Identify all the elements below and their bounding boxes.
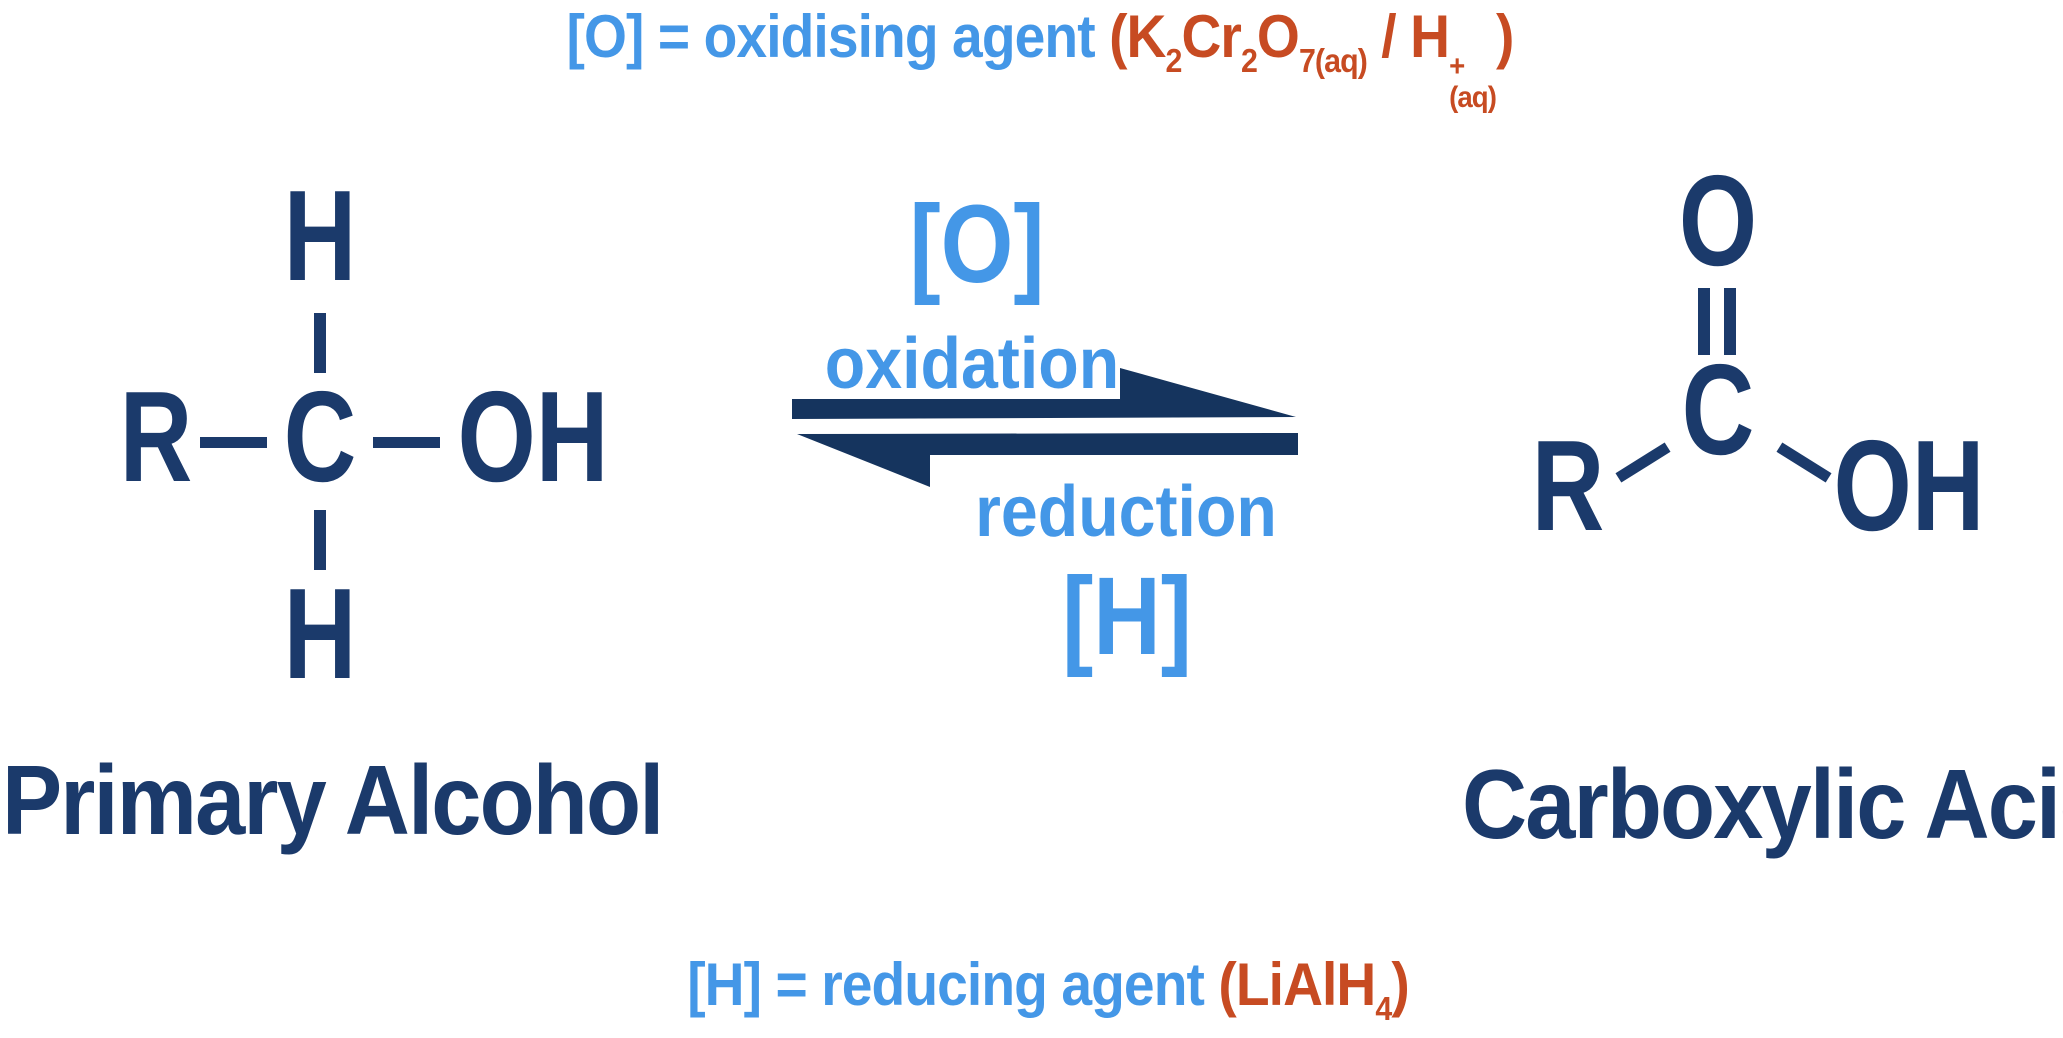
charge-state-stack: +(aq) [1449,49,1497,115]
forward-arrow [792,368,1296,419]
reducing-agent-caption: [H] = reducing agent (LiAlH4) [687,950,1410,1028]
alcohol-bond-c-h-top [314,313,326,373]
acid-oh-atom: OH [1833,414,1985,558]
subscript-aq: (aq) [1449,81,1497,115]
formula-o: O [1256,3,1300,70]
reducing-agent-caption-text: [H] = reducing agent [687,951,1219,1018]
formula-acid-h: / H [1366,3,1450,70]
subscript: 2 [1240,41,1258,79]
alcohol-oh-atom: OH [457,365,609,509]
subscript: 2 [1165,41,1182,79]
formula-open: (LiAlH [1218,951,1376,1018]
subscript: 7(aq) [1298,41,1368,79]
acid-r-atom: R [1531,414,1605,558]
formula-close: ) [1496,3,1514,70]
oxidising-agent-caption: [O] = oxidising agent (K2Cr2O7(aq) / H+(… [566,2,1515,114]
lialh4-formula: (LiAlH4) [1218,951,1409,1027]
reverse-arrow [797,433,1298,487]
formula-cr: Cr [1181,3,1241,70]
subscript: 4 [1375,989,1392,1027]
reverse-reagent-symbol: [H] [1062,555,1192,678]
acid-double-bond-right [1724,288,1736,355]
alcohol-bond-c-h-bottom [314,510,326,570]
acid-bond-c-oh [1776,442,1832,483]
alcohol-h-bottom-atom: H [283,562,357,706]
formula-close: ) [1391,951,1409,1018]
alcohol-c-atom: C [283,365,357,509]
oxidation-label: oxidation [824,324,1120,404]
acid-o-atom: O [1678,149,1758,293]
alcohol-r-atom: R [119,365,193,509]
acid-bond-r-c [1615,442,1671,483]
alcohol-h-top-atom: H [283,164,357,308]
formula-open: (K [1109,3,1166,70]
alcohol-bond-r-c [200,437,267,448]
reduction-label: reduction [975,472,1277,552]
alcohol-bond-c-oh [373,437,440,448]
acid-double-bond-left [1698,288,1710,355]
primary-alcohol-label: Primary Alcohol [2,745,664,855]
carboxylic-acid-label: Carboxylic Acid [1462,749,2063,859]
equilibrium-arrows [792,368,1298,487]
superscript-plus: + [1449,49,1465,83]
forward-reagent-symbol: [O] [909,183,1045,306]
acid-c-atom: C [1681,338,1755,482]
dichromate-formula: (K2Cr2O7(aq) / H+(aq)) [1109,3,1514,113]
oxidising-agent-caption-text: [O] = oxidising agent [566,3,1110,70]
